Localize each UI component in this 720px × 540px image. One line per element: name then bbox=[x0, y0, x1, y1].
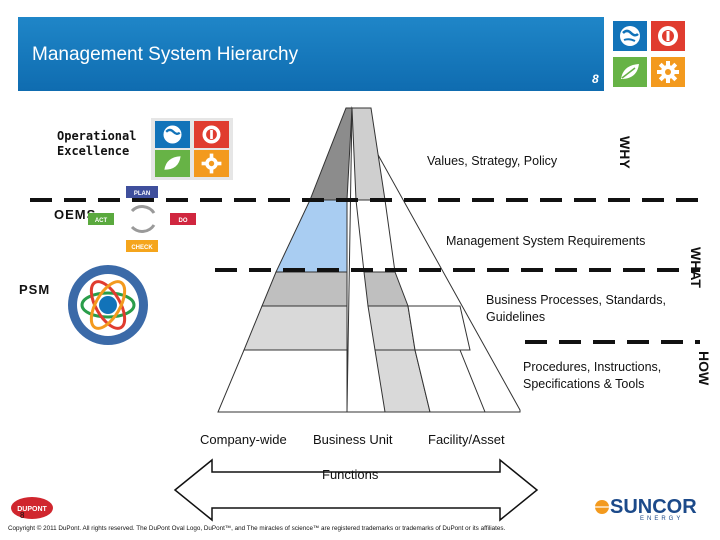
pdca-do-label: DO bbox=[179, 218, 188, 224]
suncor-logo-text: SUNCOR bbox=[610, 496, 697, 518]
how-label: HOW bbox=[696, 351, 712, 386]
gear-icon bbox=[651, 57, 685, 87]
header-page-number: 8 bbox=[592, 72, 599, 86]
excellence-label-line2: Excellence bbox=[57, 144, 130, 158]
pyramid-top-left-face bbox=[309, 107, 353, 201]
pdca-act-box bbox=[88, 213, 114, 225]
leaf-icon bbox=[155, 150, 190, 177]
pdca-plan-box bbox=[126, 186, 158, 198]
psm-label: PSM bbox=[19, 282, 51, 297]
pyramid-oems-face bbox=[275, 199, 348, 273]
what-label: WHAT bbox=[688, 247, 704, 288]
values-strategy-policy-text: Values, Strategy, Policy bbox=[427, 154, 558, 168]
leaf-icon bbox=[613, 57, 647, 87]
safety-icon bbox=[194, 121, 229, 148]
header-band bbox=[18, 17, 604, 91]
pyramid-right-band-1 bbox=[351, 107, 386, 201]
footer-page-number: 8 bbox=[20, 511, 25, 520]
operational-excellence-label: Operational Excellence bbox=[57, 129, 136, 159]
pdca-check-box bbox=[126, 240, 158, 252]
management-system-requirements-text: Management System Requirements bbox=[446, 234, 646, 248]
procedures-text: Procedures, Instructions, Specifications… bbox=[523, 360, 662, 391]
pyramid-right-band-7 bbox=[407, 305, 471, 351]
copyright-text: Copyright © 2011 DuPont. All rights rese… bbox=[8, 525, 506, 532]
pdca-act-label: ACT bbox=[95, 218, 108, 224]
dupont-logo-text: DUPONT bbox=[17, 506, 47, 513]
gear-icon bbox=[194, 150, 229, 177]
operational-excellence-icon-grid bbox=[151, 118, 233, 180]
pyramid-psm-face bbox=[261, 271, 348, 307]
cycle-arrows-icon bbox=[130, 205, 156, 233]
pdca-check-label: CHECK bbox=[131, 245, 153, 251]
why-label: WHY bbox=[617, 136, 633, 169]
pyramid-lower-face-2 bbox=[217, 349, 348, 413]
psm-emblem-icon bbox=[68, 265, 148, 345]
facility-asset-label: Facility/Asset bbox=[428, 432, 505, 447]
operational-label-line1: Operational bbox=[57, 129, 137, 143]
pyramid-lower-face-1 bbox=[243, 305, 348, 351]
business-processes-text: Business Processes, Standards, Guideline… bbox=[486, 293, 666, 324]
globe-icon bbox=[613, 21, 647, 51]
globe-icon bbox=[155, 121, 190, 148]
header-icon-grid bbox=[607, 17, 703, 91]
pdca-do-box bbox=[170, 213, 196, 225]
pdca-plan-label: PLAN bbox=[134, 191, 150, 197]
business-unit-label: Business Unit bbox=[313, 432, 393, 447]
page-title: Management System Hierarchy bbox=[32, 44, 299, 65]
suncor-sun-icon bbox=[595, 500, 609, 514]
company-wide-label: Company-wide bbox=[200, 432, 287, 447]
suncor-logo-subtext: ENERGY bbox=[640, 516, 684, 522]
pyramid-right-band-4 bbox=[367, 305, 416, 351]
dupont-logo: DUPONT bbox=[11, 497, 53, 519]
safety-icon bbox=[651, 21, 685, 51]
functions-double-arrow bbox=[173, 458, 539, 522]
pdca-cycle-diagram: PLAN DO CHECK ACT bbox=[88, 186, 196, 252]
functions-label: Functions bbox=[322, 467, 379, 482]
oems-label: OEMS bbox=[54, 207, 97, 222]
